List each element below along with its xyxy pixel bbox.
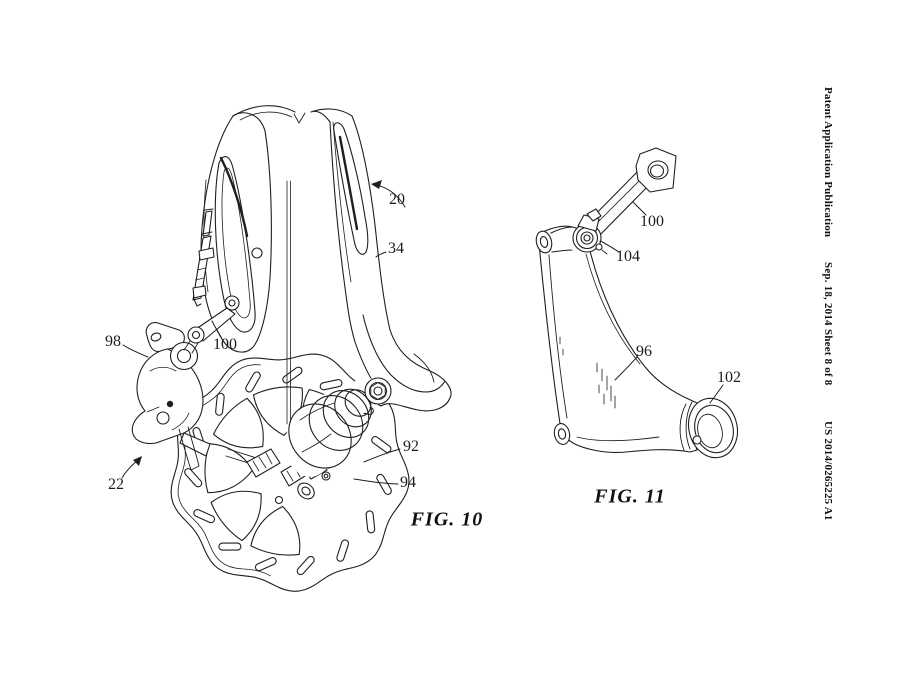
fig11-caption: FIG. 11 xyxy=(594,485,666,508)
ref-label-92: 92 xyxy=(403,438,419,455)
fig10-caption: FIG. 10 xyxy=(410,508,484,531)
brake-hose-drawing xyxy=(192,208,215,307)
header-publication: Patent Application Publication xyxy=(822,87,834,238)
ref-label-96: 96 xyxy=(636,343,652,360)
ref-label-20: 20 xyxy=(389,191,405,208)
fig10-leader-lines xyxy=(121,180,406,485)
ref-label-102: 102 xyxy=(717,369,741,386)
hub-axle-drawing xyxy=(285,377,392,500)
ref-label-98: 98 xyxy=(105,333,121,350)
ref-label-34: 34 xyxy=(388,240,404,257)
header-doc-number: US 2014/0265225 A1 xyxy=(822,421,834,521)
header-date: Sep. 18, 2014 xyxy=(822,262,834,326)
link-arm-drawing xyxy=(183,295,240,354)
header-sheet: Sheet 8 of 8 xyxy=(822,329,834,386)
ref-label-22: 22 xyxy=(108,476,124,493)
fig11-arm-drawing xyxy=(535,147,738,459)
ref-label-100-fig10: 100 xyxy=(213,336,237,353)
ref-label-100-fig11: 100 xyxy=(640,213,664,230)
ref-label-94: 94 xyxy=(400,474,416,491)
fork-inner-edge-line xyxy=(286,180,291,425)
brake-caliper-drawing xyxy=(131,322,211,471)
fig11-leader-lines xyxy=(599,201,724,404)
fork-drawing xyxy=(200,105,452,412)
ref-label-104: 104 xyxy=(616,248,640,265)
